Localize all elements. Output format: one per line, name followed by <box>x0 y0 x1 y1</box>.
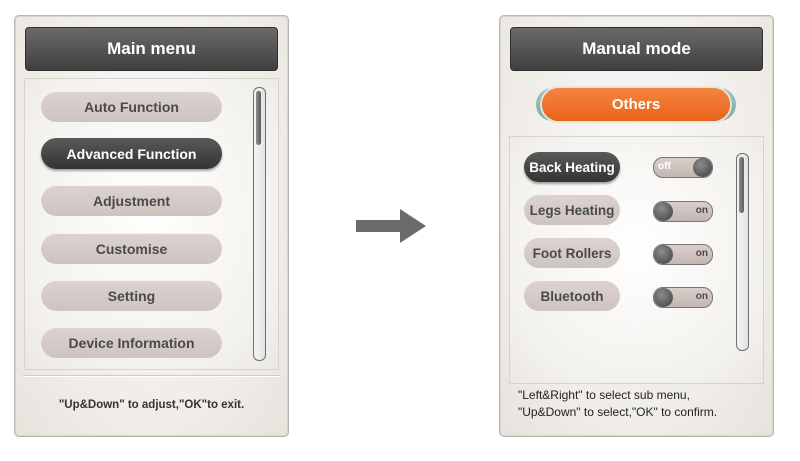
menu-item-device-information[interactable]: Device Information <box>41 327 222 358</box>
manual-mode-hint: "Left&Right" to select sub menu, "Up&Dow… <box>518 387 768 421</box>
menu-item-auto-function[interactable]: Auto Function <box>41 91 222 122</box>
toggle-back-heating-label: off <box>658 161 671 172</box>
toggle-foot-rollers-label: on <box>695 248 708 259</box>
manual-mode-hint-line2: "Up&Down" to select,"OK" to confirm. <box>518 405 718 419</box>
toggle-knob <box>654 288 673 307</box>
toggle-knob <box>654 202 673 221</box>
sub-menu-tab[interactable]: Others <box>536 88 736 121</box>
main-menu-title: Main menu <box>25 27 278 71</box>
tab-others[interactable]: Others <box>542 88 730 121</box>
main-menu-scrollbar[interactable] <box>253 87 266 361</box>
main-menu-divider <box>23 375 280 377</box>
manual-mode-hint-line1: "Left&Right" to select sub menu, <box>518 388 690 402</box>
toggle-back-heating[interactable]: off <box>653 157 713 178</box>
manual-mode-scrollbar[interactable] <box>736 153 749 351</box>
manual-mode-panel: Manual mode Others Back Heating off Legs… <box>499 15 774 437</box>
toggle-legs-heating[interactable]: on <box>653 201 713 222</box>
option-legs-heating[interactable]: Legs Heating <box>524 195 620 225</box>
option-back-heating[interactable]: Back Heating <box>524 152 620 182</box>
arrow-right-icon <box>356 209 426 243</box>
main-menu-list: Auto Function Advanced Function Adjustme… <box>24 78 279 370</box>
toggle-legs-heating-label: on <box>695 205 708 216</box>
toggle-bluetooth[interactable]: on <box>653 287 713 308</box>
manual-mode-options: Back Heating off Legs Heating on Foot Ro… <box>509 136 764 384</box>
menu-item-customise[interactable]: Customise <box>41 233 222 264</box>
manual-mode-scroll-thumb[interactable] <box>739 157 744 213</box>
main-menu-scroll-thumb[interactable] <box>256 91 261 145</box>
main-menu-panel: Main menu Auto Function Advanced Functio… <box>14 15 289 437</box>
manual-mode-title: Manual mode <box>510 27 763 71</box>
toggle-bluetooth-label: on <box>695 291 708 302</box>
toggle-foot-rollers[interactable]: on <box>653 244 713 265</box>
option-bluetooth[interactable]: Bluetooth <box>524 281 620 311</box>
option-foot-rollers[interactable]: Foot Rollers <box>524 238 620 268</box>
menu-item-setting[interactable]: Setting <box>41 280 222 311</box>
menu-item-advanced-function[interactable]: Advanced Function <box>41 138 222 169</box>
toggle-knob <box>654 245 673 264</box>
menu-item-adjustment[interactable]: Adjustment <box>41 185 222 216</box>
toggle-knob <box>693 158 712 177</box>
main-menu-hint: "Up&Down" to adjust,"OK"to exit. <box>58 399 245 411</box>
